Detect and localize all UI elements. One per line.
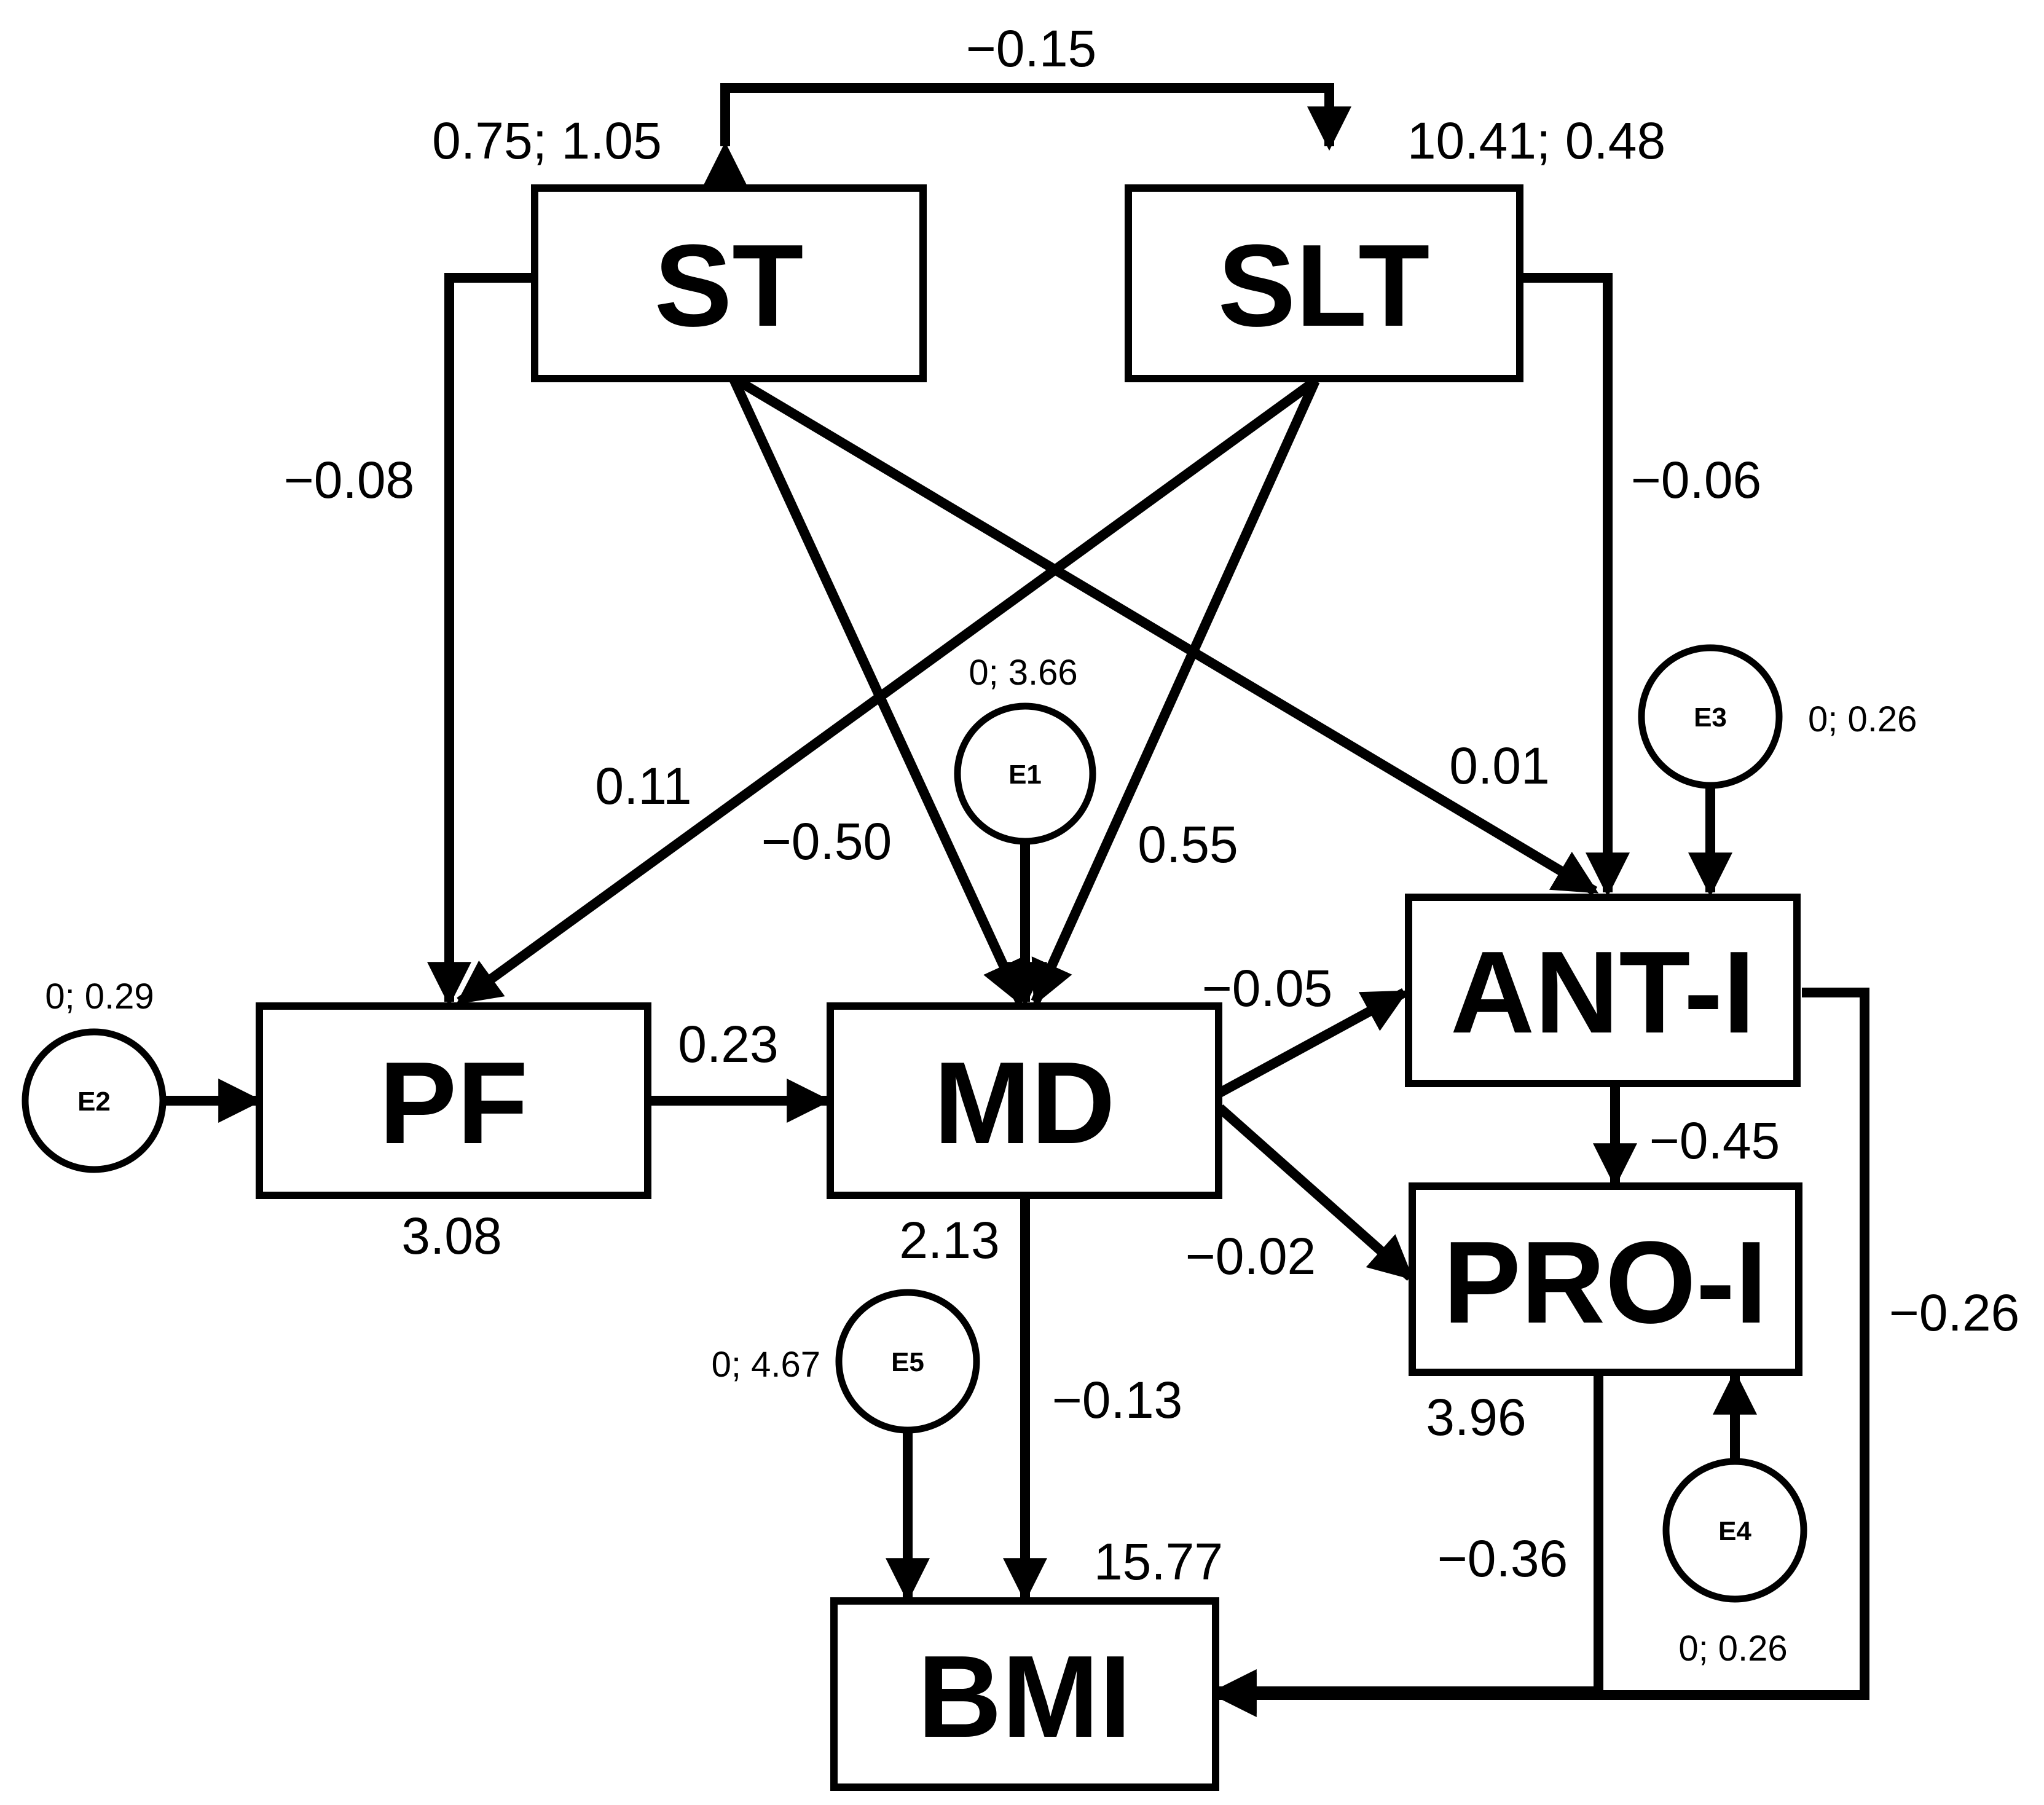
edge-st-ant-i xyxy=(730,374,1599,895)
error-e5: E5 0; 4.67 xyxy=(712,1289,980,1434)
node-bmi: BMI xyxy=(830,1597,1219,1791)
error-e5-circle xyxy=(835,1289,980,1434)
error-e4: E4 0; 0.26 xyxy=(1662,1458,1807,1669)
edge-st-pf xyxy=(427,273,535,1007)
coef-slt-md: 0.55 xyxy=(1138,816,1238,873)
error-e2-label: E2 xyxy=(77,1087,111,1117)
edge-st-md xyxy=(728,376,1025,1006)
edge-ant-i-bmi xyxy=(1212,988,1869,1717)
error-e2-value: 0; 0.29 xyxy=(45,977,154,1017)
edge-slt-md xyxy=(1031,379,1320,1006)
coef-slt-ant-i: −0.06 xyxy=(1631,451,1762,509)
variance-bmi: 15.77 xyxy=(1094,1533,1223,1591)
error-e4-value: 0; 0.26 xyxy=(1678,1629,1787,1669)
node-st: ST xyxy=(531,184,927,382)
node-md: MD xyxy=(827,1002,1222,1199)
node-ant-i-label: ANT-I xyxy=(1450,927,1755,1058)
coef-st-pf: −0.08 xyxy=(284,451,415,509)
error-e3: E3 0; 0.26 xyxy=(1638,644,1917,789)
error-e3-label: E3 xyxy=(1694,702,1727,733)
coef-st-ant-i: 0.01 xyxy=(1449,737,1550,795)
coef-ant-i-bmi: −0.26 xyxy=(1889,1284,2020,1342)
variance-pro-i: 3.96 xyxy=(1426,1388,1527,1446)
node-pro-i-box xyxy=(1409,1182,1802,1376)
coef-st-md: −0.50 xyxy=(761,812,892,870)
node-ant-i: ANT-I xyxy=(1405,894,1801,1087)
coef-pf-md: 0.23 xyxy=(678,1015,779,1073)
node-st-box xyxy=(531,184,927,382)
node-pro-i: PRO-I xyxy=(1409,1182,1802,1376)
node-bmi-label: BMI xyxy=(918,1632,1131,1762)
node-slt-label: SLT xyxy=(1218,221,1430,351)
edge-st-slt-covariance xyxy=(703,83,1351,186)
variance-st: 0.75; 1.05 xyxy=(432,112,662,170)
node-md-box xyxy=(827,1002,1222,1199)
variance-pf: 3.08 xyxy=(401,1207,502,1265)
coef-pro-i-bmi: −0.36 xyxy=(1437,1530,1568,1587)
error-e2-circle xyxy=(22,1028,167,1173)
error-e1-value: 0; 3.66 xyxy=(969,653,1077,693)
variance-md: 2.13 xyxy=(899,1211,1000,1269)
error-e5-value: 0; 4.67 xyxy=(712,1345,820,1385)
edge-slt-pf xyxy=(456,377,1318,1006)
node-st-label: ST xyxy=(654,221,804,351)
error-e1-label: E1 xyxy=(1008,760,1042,790)
error-e2: E2 0; 0.29 xyxy=(22,977,167,1173)
error-e4-circle xyxy=(1662,1458,1807,1603)
error-e1: E1 0; 3.66 xyxy=(954,653,1096,845)
coef-ant-i-pro-i: −0.45 xyxy=(1649,1112,1780,1170)
error-e3-circle xyxy=(1638,644,1783,789)
coef-slt-pf: 0.11 xyxy=(595,757,691,815)
node-ant-i-box xyxy=(1405,894,1801,1087)
node-md-label: MD xyxy=(934,1038,1115,1168)
error-e1-circle xyxy=(954,702,1096,845)
node-bmi-box xyxy=(830,1597,1219,1791)
coef-md-bmi: −0.13 xyxy=(1052,1371,1183,1429)
edge-md-pro-i xyxy=(1216,1104,1414,1281)
node-slt-box xyxy=(1125,184,1523,382)
edge-slt-ant-i xyxy=(1520,273,1630,897)
node-pf-box xyxy=(256,1002,651,1199)
node-pf-label: PF xyxy=(379,1038,529,1168)
coef-md-ant-i: −0.05 xyxy=(1202,959,1333,1017)
coef-st-slt: −0.15 xyxy=(966,20,1097,77)
node-pf: PF xyxy=(256,1002,651,1199)
error-e5-label: E5 xyxy=(891,1347,924,1377)
edge-md-ant-i xyxy=(1217,988,1409,1098)
variance-slt: 10.41; 0.48 xyxy=(1407,112,1665,170)
node-slt: SLT xyxy=(1125,184,1523,382)
error-e4-label: E4 xyxy=(1718,1516,1751,1546)
error-e3-value: 0; 0.26 xyxy=(1808,699,1917,739)
node-pro-i-label: PRO-I xyxy=(1443,1217,1767,1348)
coef-md-pro-i: −0.02 xyxy=(1185,1227,1316,1285)
